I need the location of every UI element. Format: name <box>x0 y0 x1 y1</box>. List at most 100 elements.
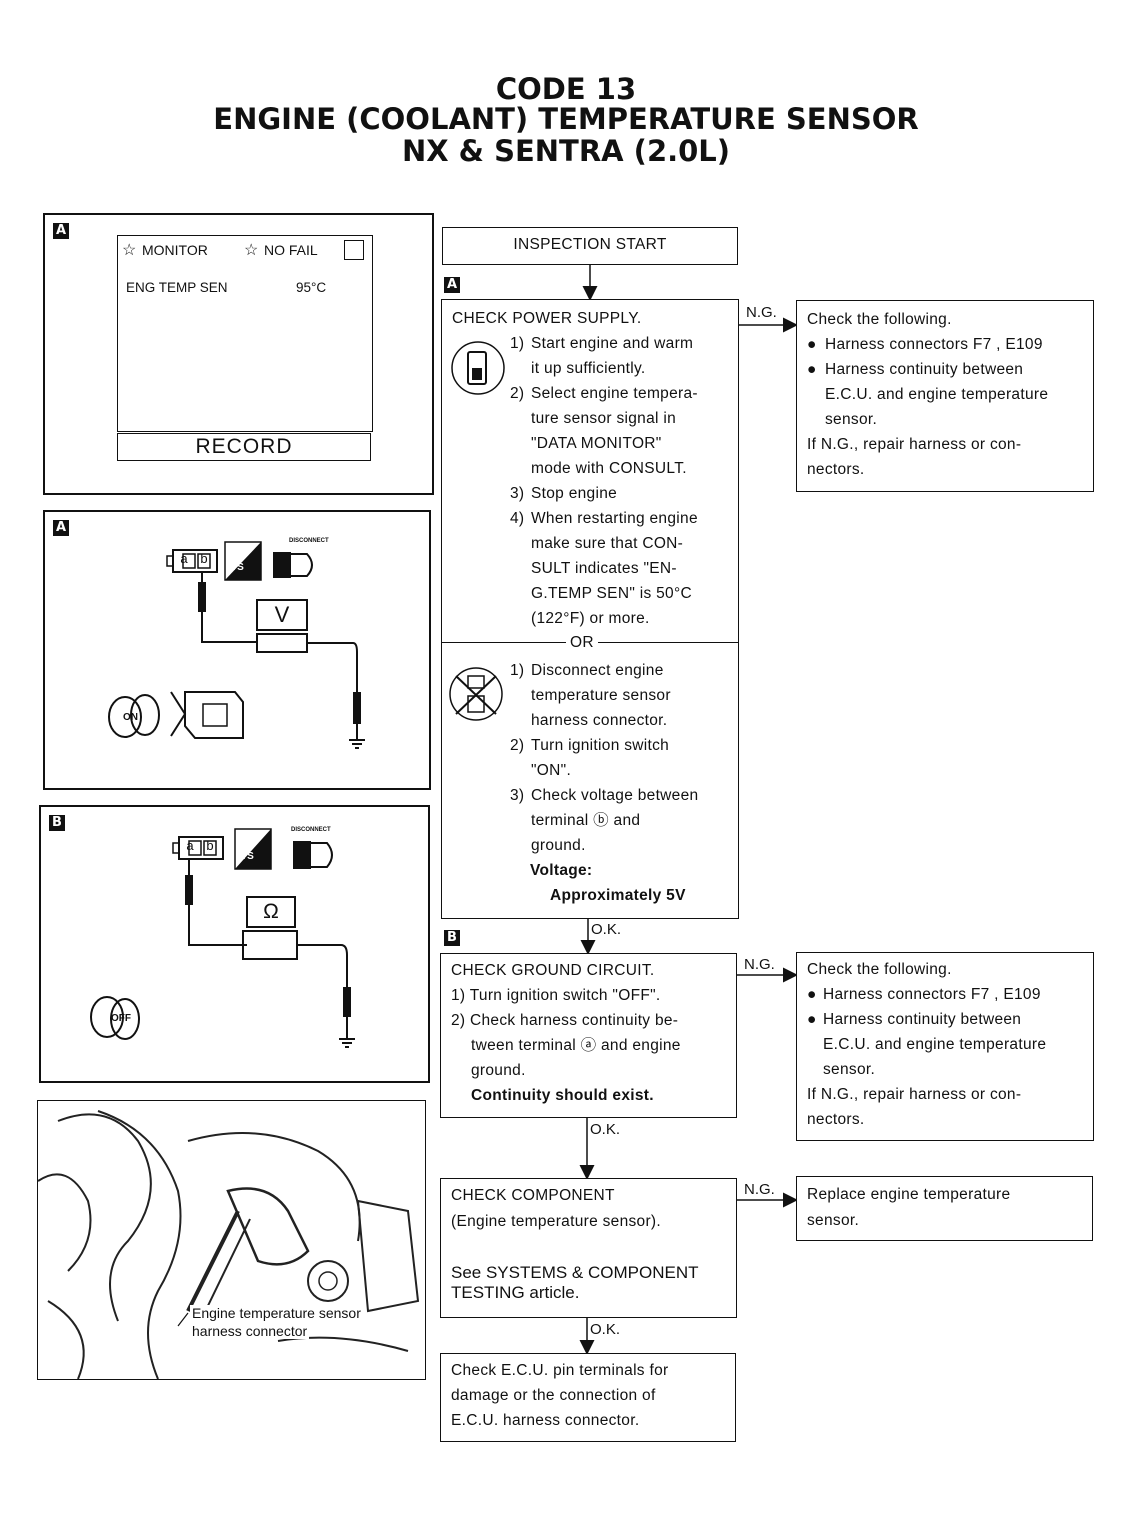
ground-step-2: 2) Check harness continuity be- <box>451 1012 679 1029</box>
monitor-label: MONITOR <box>142 242 208 258</box>
page-title: CODE 13 <box>495 72 637 106</box>
bullet-icon: ● <box>807 336 817 353</box>
power-title: CHECK POWER SUPPLY. <box>452 310 642 327</box>
final-check-box: Check E.C.U. pin terminals for damage or… <box>440 1353 736 1442</box>
replace-line-1: Replace engine temperature <box>807 1186 1011 1203</box>
final-line-2: damage or the connection of <box>451 1387 656 1404</box>
step-text: ground. <box>531 837 586 854</box>
step-number: 1) <box>510 335 525 352</box>
terminal-a: a <box>186 838 194 853</box>
ignition-off-label: OFF <box>111 1013 131 1024</box>
check-component-box: CHECK COMPONENT (Engine temperature sens… <box>440 1178 737 1318</box>
consult-icon <box>451 341 505 395</box>
bullet-icon: ● <box>807 361 817 378</box>
ts-label: TS <box>241 851 254 862</box>
terminal-b: b <box>206 838 214 853</box>
record-button[interactable]: RECORD <box>117 433 371 461</box>
step-text: Stop engine <box>531 485 618 502</box>
voltage-value: Approximately 5V <box>550 887 686 904</box>
ground-spec: Continuity should exist. <box>471 1087 654 1104</box>
ng-bullet-2-end: sensor. <box>825 411 878 428</box>
step-number: 4) <box>510 510 525 527</box>
replace-sensor-box: Replace engine temperature sensor. <box>796 1176 1093 1241</box>
voltage-panel: A a b TS DISCONNECT V ON <box>43 510 431 790</box>
ng-label: N.G. <box>746 304 777 321</box>
continuity-diagram <box>90 828 355 1048</box>
step-text: mode with CONSULT. <box>531 460 687 477</box>
step-text: "ON". <box>531 762 572 779</box>
ground-step-2-end: ground. <box>471 1062 526 1079</box>
step-text: Turn ignition switch <box>531 737 670 754</box>
step-text: make sure that CON- <box>531 535 684 552</box>
step-text: harness connector. <box>531 712 668 729</box>
voltage-label: Voltage: <box>530 862 593 879</box>
ng-repair-2: nectors. <box>807 1111 865 1128</box>
ng-repair-2: nectors. <box>807 461 865 478</box>
monitor-panel: A ☆ MONITOR ☆ NO FAIL ENG TEMP SEN 95°C … <box>43 213 434 495</box>
replace-line-2: sensor. <box>807 1212 860 1229</box>
voltage-diagram <box>108 541 365 749</box>
ok-label: O.K. <box>591 921 622 938</box>
engine-sketch <box>37 1110 420 1380</box>
ng-bullet-2: Harness continuity between <box>825 361 1024 378</box>
page-model: NX & SENTRA (2.0L) <box>401 134 731 168</box>
check-power-supply-box: CHECK POWER SUPPLY. 1) Start engine and w… <box>441 299 739 919</box>
step-number: 1) <box>510 662 525 679</box>
step-text: Select engine tempera- <box>531 385 698 402</box>
terminal-a: a <box>180 551 188 566</box>
step-text: it up sufficiently. <box>531 360 646 377</box>
sensor-label: ENG TEMP SEN <box>126 280 228 295</box>
component-title: CHECK COMPONENT <box>451 1187 615 1204</box>
star-icon: ☆ <box>244 242 259 259</box>
ok-label: O.K. <box>590 1121 621 1138</box>
panel-tag: A <box>53 520 69 536</box>
step-text: Check voltage between <box>531 787 699 804</box>
step-text: Disconnect engine <box>531 662 664 679</box>
consult-screen: ☆ MONITOR ☆ NO FAIL ENG TEMP SEN 95°C <box>117 235 373 432</box>
checkbox-icon[interactable] <box>344 240 364 260</box>
ground-step-1: 1) Turn ignition switch "OFF". <box>451 987 661 1004</box>
step-text: Start engine and warm <box>531 335 694 352</box>
ng-bullet-1: Harness connectors F7 , E109 <box>825 336 1043 353</box>
panel-tag: A <box>53 223 69 239</box>
ng-bullet-2-cont: E.C.U. and engine temperature <box>825 386 1049 403</box>
terminal-b: b <box>200 551 208 566</box>
step-text: SULT indicates "EN- <box>531 560 677 577</box>
ng-repair-1: If N.G., repair harness or con- <box>807 436 1022 453</box>
star-icon: ☆ <box>122 242 137 259</box>
ng-check-box-1: Check the following. ● Harness connector… <box>796 300 1094 492</box>
ok-label: O.K. <box>590 1321 621 1338</box>
ng-label: N.G. <box>744 956 775 973</box>
ts-label: TS <box>231 562 244 573</box>
photo-caption-line1: Engine temperature sensor <box>190 1305 363 1321</box>
voltmeter-symbol: V <box>274 602 290 627</box>
continuity-panel: B a b TS DISCONNECT Ω OFF <box>39 805 430 1083</box>
component-reference-1: See SYSTEMS & COMPONENT <box>451 1263 699 1282</box>
ground-step-2-cont: tween terminal ⓐ and engine <box>471 1037 681 1054</box>
ignition-on-label: ON <box>123 712 138 723</box>
ground-title: CHECK GROUND CIRCUIT. <box>451 962 655 979</box>
step-number: 3) <box>510 485 525 502</box>
photo-caption-line2: harness connector <box>190 1323 310 1339</box>
ng-title: Check the following. <box>807 961 952 978</box>
check-ground-circuit-box: CHECK GROUND CIRCUIT. 1) Turn ignition s… <box>440 953 737 1118</box>
step-text: temperature sensor <box>531 687 671 704</box>
final-line-1: Check E.C.U. pin terminals for <box>451 1362 669 1379</box>
ohmmeter-symbol: Ω <box>263 900 279 923</box>
final-line-3: E.C.U. harness connector. <box>451 1412 640 1429</box>
step-text: (122°F) or more. <box>531 610 650 627</box>
step-tag: B <box>444 930 460 946</box>
step-text: ture sensor signal in <box>531 410 677 427</box>
step-text: terminal ⓑ and <box>531 812 641 829</box>
bullet-icon: ● <box>807 1011 817 1028</box>
nofail-label: NO FAIL <box>264 242 318 258</box>
step-number: 2) <box>510 737 525 754</box>
bullet-icon: ● <box>807 986 817 1003</box>
step-text: When restarting engine <box>531 510 698 527</box>
ng-bullet-2: Harness continuity between <box>823 1011 1022 1028</box>
disconnect-icon <box>449 667 503 721</box>
step-number: 3) <box>510 787 525 804</box>
ng-repair-1: If N.G., repair harness or con- <box>807 1086 1022 1103</box>
ng-check-box-2: Check the following. ● Harness connector… <box>796 952 1094 1141</box>
inspection-start: INSPECTION START <box>442 227 738 265</box>
